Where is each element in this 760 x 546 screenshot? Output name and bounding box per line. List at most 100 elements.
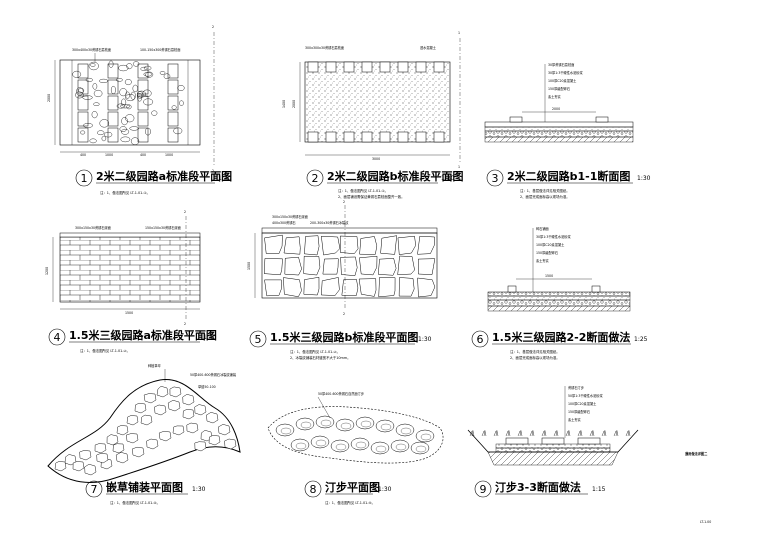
- panel-7-number: 7: [91, 483, 98, 496]
- panel-9-number-circle: [474, 480, 492, 498]
- panel-3-number: 3: [492, 172, 499, 185]
- svg-text:2: 2: [184, 210, 186, 214]
- panel-2-note-2: 2、面层铺设需保证黄锈石荔枝面整齐一致。: [338, 194, 405, 199]
- panel-1-dim-height: 2000: [47, 94, 51, 102]
- panel-6-number-circle: [471, 330, 489, 348]
- panel-7-label-b: 50厚400-600黄锈石冰裂纹铺装: [190, 372, 237, 377]
- panel-1-number: 1: [81, 172, 88, 185]
- panel-1-label-b: 100-150x300黄锈石荔枝面: [140, 47, 180, 52]
- panel-5-label-b: 200-300x30黄锈石冰裂纹: [310, 220, 349, 225]
- panel-6-number: 6: [477, 333, 484, 346]
- panel-7-title: 嵌草铺装平面图: [106, 480, 183, 494]
- panel-5-note-2: 2、冰裂纹铺装石材缝宽不大于10mm。: [290, 355, 351, 360]
- panel-6-label-c: 100厚C20素混凝土: [536, 242, 565, 247]
- panel-5-number: 5: [255, 333, 262, 346]
- panel-3-section: 2000 30厚黄锈石荔枝面 30厚1:3干硬性水泥砂浆 100厚C20素混凝土…: [484, 62, 634, 143]
- panel-9-label-b: 50厚1:3干硬性水泥砂浆: [568, 393, 603, 398]
- panel-8-number: 8: [310, 483, 317, 496]
- panel-1-title: 2米二级园路a标准段平面图: [96, 169, 232, 183]
- panel-2-dim-width: 3000: [372, 157, 380, 161]
- panel-9-scale: 1:15: [592, 486, 606, 493]
- panel-3-label-a: 30厚黄锈石荔枝面: [548, 62, 574, 67]
- panel-5-title: 1.5米三级园路b标准段平面图: [270, 330, 418, 344]
- panel-2-dim-height: 2000: [292, 100, 296, 108]
- panel-3-title: 2米二级园路b1-1断面图: [507, 169, 630, 183]
- panel-5-note-1: 注：1、做法图所见 LT-1.01-②。: [290, 349, 340, 354]
- panel-5-number-circle: [249, 330, 267, 348]
- panel-2-label-a: 300x300x30黄锈石荔枝面: [305, 45, 344, 50]
- panel-6-label-e: 素土夯实: [536, 258, 549, 263]
- panel-1-drawing: 2000 400 1000 400 1000 300x400x30黄锈石荔枝面 …: [47, 25, 215, 173]
- sheet-number: LT-1.00: [700, 520, 711, 524]
- panel-2-note-1: 注：1、做法图所见 LT-1.01-①。: [338, 188, 388, 193]
- panel-3-scale: 1:30: [637, 175, 651, 182]
- panel-8-drawing: 50厚400-600黄锈石自然面汀步: [267, 391, 444, 464]
- panel-9-label-a: 黄锈石汀步: [568, 385, 584, 390]
- panel-6-label-d: 150厚级配碎石: [536, 250, 558, 255]
- panel-1-scale: 1:20: [218, 175, 232, 182]
- panel-3-number-circle: [486, 169, 504, 187]
- panel-2-title: 2米二级园路b标准段平面图: [327, 169, 464, 183]
- panel-5-label-a: 300x150x30黄锈石烧面: [272, 214, 308, 219]
- panel-8-title: 汀步平面图: [325, 480, 380, 494]
- panel-1-dim-d: 1000: [165, 153, 173, 157]
- panel-9-title: 汀步3-3断面做法: [495, 480, 581, 494]
- panel-9-label-c: 100厚C20素混凝土: [568, 401, 597, 406]
- panel-7-drawing: 种植草坪 50厚400-600黄锈石冰裂纹铺装 草缝50-100: [47, 363, 241, 483]
- svg-text:2: 2: [343, 200, 345, 204]
- panel-4-title: 1.5米三级园路a标准段平面图: [69, 328, 217, 342]
- panel-4-label-a: 300x150x30黄锈石烧面: [75, 225, 111, 230]
- panel-9-section: 黄锈石汀步 50厚1:3干硬性水泥砂浆 100厚C20素混凝土 150厚级配碎石…: [467, 385, 639, 466]
- panel-2-label-b: 透水混凝土: [420, 45, 437, 50]
- panel-8-scale: 1:30: [378, 486, 392, 493]
- panel-3-label-e: 素土夯实: [548, 94, 561, 99]
- panel-8-number-circle: [304, 480, 322, 498]
- panel-3-label-b: 30厚1:3干硬性水泥砂浆: [548, 70, 583, 75]
- svg-text:1: 1: [458, 165, 460, 169]
- svg-text:2: 2: [184, 322, 186, 326]
- panel-5-dim-height: 1500: [247, 262, 251, 270]
- panel-9-label-d: 150厚级配碎石: [568, 409, 590, 414]
- panel-3-note-2: 2、面层完成面标高以现场为准。: [520, 194, 570, 199]
- panel-5-label-c: 400x300黄锈石: [272, 220, 296, 225]
- panel-6-scale: 1:25: [634, 336, 648, 343]
- panel-2-number: 2: [312, 172, 319, 185]
- panel-2-dim-inner: 1400: [282, 100, 286, 108]
- panel-1-dim-a: 400: [80, 153, 86, 157]
- panel-4-scale: 1:30: [203, 334, 217, 341]
- panel-3-label-d: 150厚级配碎石: [548, 86, 570, 91]
- panel-6-title: 1.5米三级园路2-2断面做法: [492, 330, 630, 344]
- panel-4-dim-width: 1500: [125, 311, 133, 315]
- svg-text:1: 1: [458, 31, 460, 35]
- panel-4-drawing: 1200 1500 300x150x30黄锈石烧面 150x150x30黄锈石烧…: [45, 210, 201, 326]
- panel-7-label-c: 草缝50-100: [198, 384, 216, 389]
- panel-4-dim-height: 1200: [45, 267, 49, 275]
- panel-6-note-2: 2、面层完成面标高以现场为准。: [510, 355, 560, 360]
- panel-3-note-1: 注：1、基层做法详见相关图纸。: [520, 188, 570, 193]
- svg-text:2: 2: [212, 169, 214, 173]
- panel-1-label-a: 300x400x30黄锈石荔枝面: [72, 47, 111, 52]
- panel-8-label-a: 50厚400-600黄锈石自然面汀步: [318, 391, 364, 396]
- panel-1-number-circle: [75, 169, 93, 187]
- panel-4-number-circle: [48, 328, 66, 346]
- panel-7-number-circle: [85, 480, 103, 498]
- panel-6-dim: 1500: [545, 274, 553, 278]
- panel-1-note-1: 注：1、做法图所见 LT-1.01-①。: [100, 190, 150, 195]
- panel-6-label-b: 30厚1:3干硬性水泥砂浆: [536, 234, 571, 239]
- panel-8-note-1: 注：1、做法图所见 LT-1.01-⑤。: [325, 500, 375, 505]
- sheet-title: 通用做法详图二: [685, 451, 708, 456]
- svg-text:2: 2: [343, 312, 345, 316]
- panel-5-drawing: 1500 300x150x30黄锈石烧面 200-300x30黄锈石冰裂纹 40…: [247, 200, 438, 316]
- panel-2-number-circle: [306, 169, 324, 187]
- panel-6-label-a: 碎石铺面: [536, 226, 549, 231]
- panel-4-label-b: 150x150x30黄锈石烧面: [145, 225, 181, 230]
- panel-7-note-1: 注：1、做法图所见 LT-1.01-④。: [110, 500, 160, 505]
- panel-2-scale: 1:30: [441, 175, 455, 182]
- panel-1-dim-b: 1000: [105, 153, 113, 157]
- panel-1-dim-c: 400: [140, 153, 146, 157]
- panel-4-note-1: 注：1、做法图所见 LT-1.01-②。: [80, 348, 130, 353]
- panel-5-scale: 1:30: [418, 336, 432, 343]
- panel-9-number: 9: [480, 483, 487, 496]
- panel-3-dim: 2000: [552, 107, 560, 111]
